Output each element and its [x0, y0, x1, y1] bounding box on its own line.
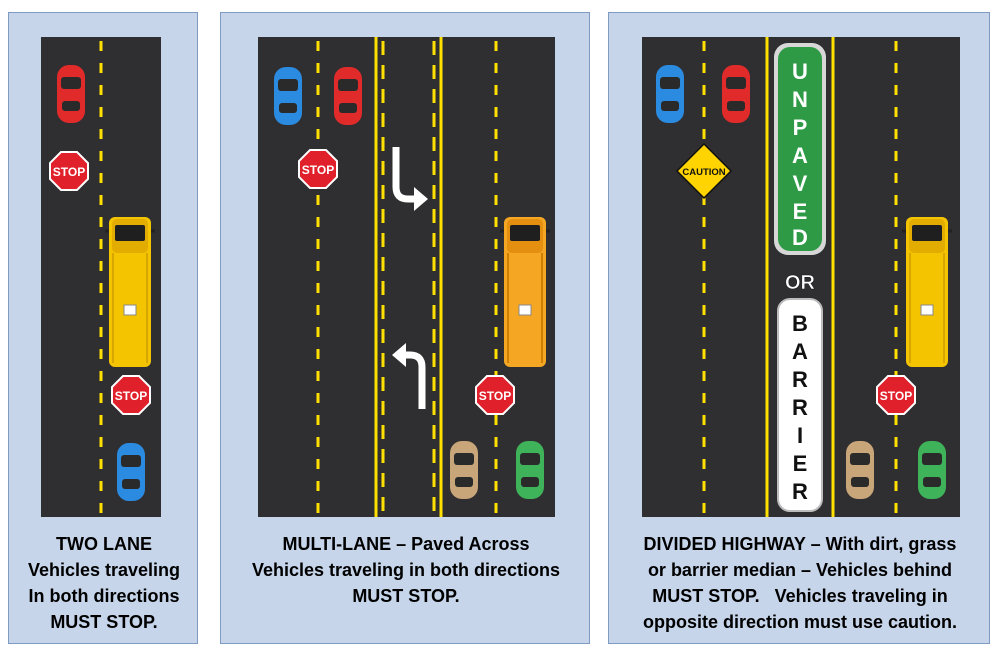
car-green [918, 441, 946, 499]
car-tan [450, 441, 478, 499]
caution-sign: CAUTION [675, 142, 733, 200]
panel-divided-highway: U N P A V E D OR B A R R I E R [608, 12, 990, 644]
median-letter: E [793, 451, 808, 476]
stop-sign: STOP [111, 375, 151, 415]
car-red [57, 65, 85, 123]
unpaved-median: U N P A V E D [774, 43, 826, 255]
caption-line: MUST STOP. Vehicles traveling in [652, 586, 948, 606]
divided-highway-scene: U N P A V E D OR B A R R I E R [656, 37, 952, 517]
median-letter: R [792, 367, 808, 392]
caption-line: MUST STOP. [352, 586, 460, 606]
stop-sign-label: STOP [880, 389, 912, 403]
caption-multi-lane: MULTI-LANE – Paved Across Vehicles trave… [221, 531, 591, 609]
stop-sign: STOP [298, 149, 338, 189]
caption-line: Vehicles traveling [27, 560, 181, 580]
car-blue [274, 67, 302, 125]
median-letter: U [792, 59, 808, 84]
car-blue [656, 65, 684, 123]
caption-line: In both directions [28, 586, 180, 606]
stop-sign: STOP [475, 375, 515, 415]
median-letter: D [792, 225, 808, 250]
car-red [722, 65, 750, 123]
panel-two-lane: STOP STOP [8, 12, 198, 644]
median-letter: R [792, 395, 808, 420]
road-divided-highway: U N P A V E D OR B A R R I E R [642, 37, 960, 517]
caption-two-lane: TWO LANE Vehicles traveling In both dire… [9, 531, 199, 635]
stop-sign-label: STOP [302, 163, 334, 177]
school-bus [105, 217, 155, 367]
median-letter: A [792, 143, 808, 168]
school-bus [500, 217, 550, 367]
caption-line: MULTI-LANE – Paved Across [282, 534, 530, 554]
turn-arrow-icon [392, 343, 426, 409]
stop-sign-label: STOP [115, 389, 147, 403]
median-letter: R [792, 479, 808, 504]
caption-line: DIVIDED HIGHWAY – With dirt, grass [643, 534, 957, 554]
median-letter: I [797, 423, 803, 448]
road-two-lane: STOP STOP [41, 37, 161, 517]
car-red [334, 67, 362, 125]
two-lane-scene: STOP STOP [49, 41, 155, 517]
caption-line: TWO LANE [56, 534, 152, 554]
panel-multi-lane: STOP STOP [220, 12, 590, 644]
school-bus [902, 217, 952, 367]
caption-line: Vehicles traveling in both directions [251, 560, 561, 580]
caption-line: or barrier median – Vehicles behind [647, 560, 953, 580]
car-blue [117, 443, 145, 501]
caption-divided-highway: DIVIDED HIGHWAY – With dirt, grass or ba… [609, 531, 991, 635]
stop-sign: STOP [49, 151, 89, 191]
turn-arrow-icon [392, 147, 428, 211]
road-multi-lane: STOP STOP [258, 37, 555, 517]
median-letter: N [792, 87, 808, 112]
median-letter: V [793, 171, 808, 196]
median-letter: P [793, 115, 808, 140]
multi-lane-scene: STOP STOP [274, 37, 550, 517]
caption-line: opposite direction must use caution. [642, 612, 958, 632]
caution-sign-label: CAUTION [682, 167, 725, 178]
median-letter: A [792, 339, 808, 364]
median-or-label: OR [785, 272, 816, 294]
barrier-median: B A R R I E R [777, 298, 823, 512]
median-letter: B [792, 311, 808, 336]
car-green [516, 441, 544, 499]
caption-line: MUST STOP. [50, 612, 158, 632]
car-tan [846, 441, 874, 499]
median-letter: E [793, 199, 808, 224]
stop-sign-label: STOP [479, 389, 511, 403]
stop-sign-label: STOP [53, 165, 85, 179]
stop-sign: STOP [876, 375, 916, 415]
